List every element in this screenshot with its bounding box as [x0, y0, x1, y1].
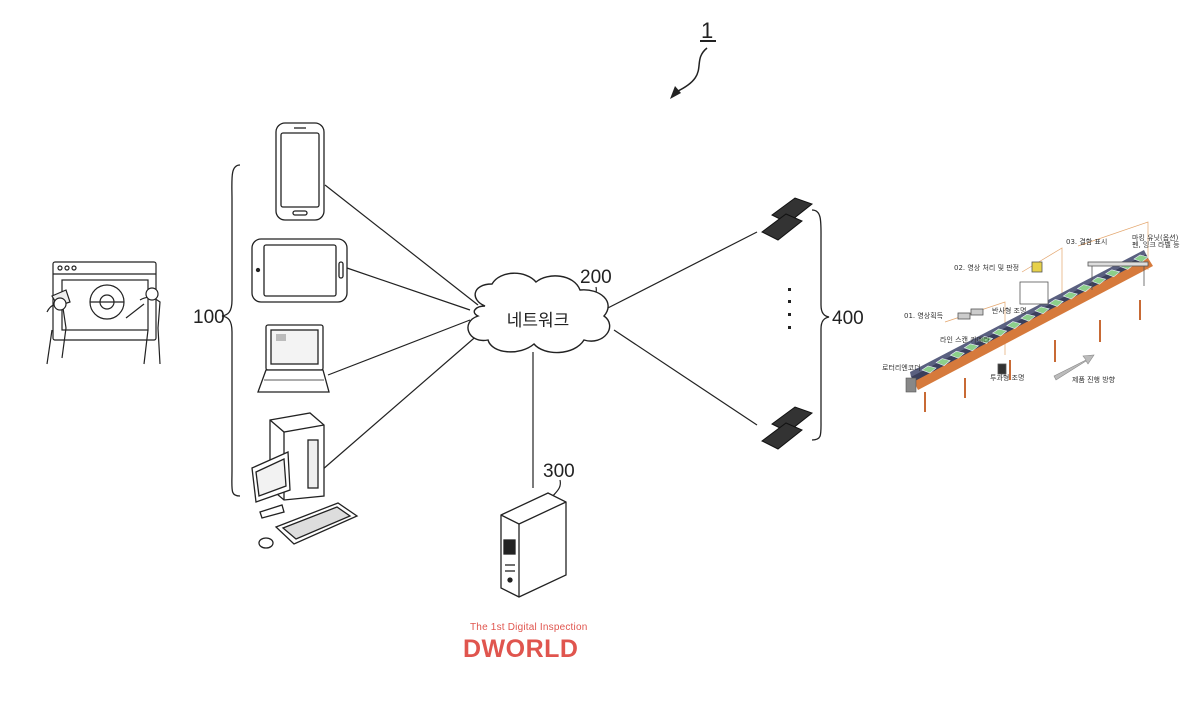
part-rotary-encoder: 로터리엔코더: [882, 363, 921, 372]
figure-number-text: 1: [701, 18, 713, 43]
tablet-icon: [252, 239, 347, 302]
direction-label: 제품 진행 방향: [1072, 375, 1116, 384]
ref-network: 200: [580, 267, 612, 288]
server-tower-icon: [501, 493, 566, 597]
figure-number: 1: [670, 18, 716, 99]
operator-illustration-icon: [47, 262, 160, 364]
ref-cameras: 400: [832, 308, 864, 329]
ellipsis-dots: [788, 288, 791, 329]
step-3-label: 03. 결함 표시: [1066, 237, 1107, 246]
step-2-label: 02. 영상 처리 및 판정: [954, 263, 1019, 272]
part-transmissive-light: 투과형 조명: [990, 373, 1024, 382]
part-pen-ink-label: 펜, 잉크 라벨 등: [1132, 240, 1180, 249]
inspection-line-illustration: 01. 영상획득 02. 영상 처리 및 판정 03. 결함 표시 로터리엔코더…: [882, 222, 1180, 412]
camera-bottom-icon: [762, 407, 812, 449]
figure-arrow-icon: [670, 86, 681, 99]
terminals-bracket: [222, 165, 240, 496]
logo-wordmark: DWORLD: [463, 635, 578, 664]
camera-top-icon: [762, 198, 812, 240]
step-1-label: 01. 영상획득: [904, 311, 944, 320]
network-label: 네트워크: [507, 311, 570, 331]
part-reflective-light: 반사형 조명: [992, 306, 1026, 315]
cameras-bracket: [812, 210, 829, 440]
desktop-computer-icon: [252, 413, 357, 548]
ref-server: 300: [543, 461, 575, 482]
logo-tagline: The 1st Digital Inspection: [470, 622, 587, 633]
laptop-icon: [258, 325, 329, 392]
smartphone-icon: [276, 123, 324, 220]
part-line-scan-camera: 라인 스캔 카메라: [940, 335, 990, 344]
ref-terminals: 100: [193, 307, 225, 328]
